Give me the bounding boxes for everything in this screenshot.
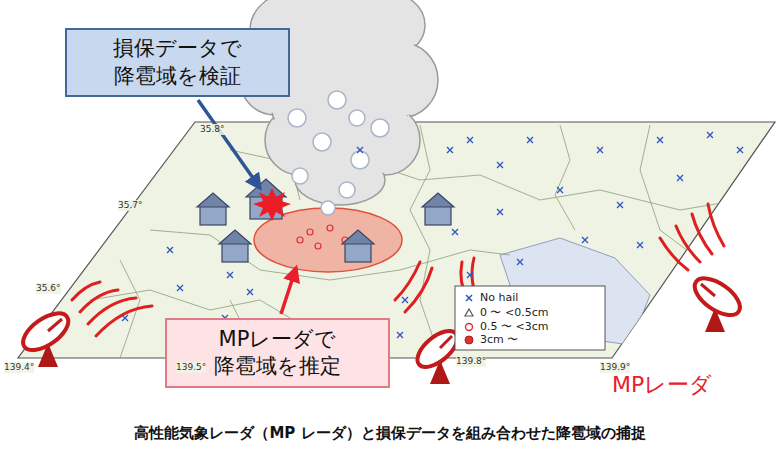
no-hail-mark	[527, 137, 533, 143]
no-hail-mark	[517, 259, 523, 265]
verify-arrow	[198, 100, 260, 188]
legend-symbol	[465, 309, 473, 316]
no-hail-mark	[582, 237, 588, 243]
no-hail-mark	[397, 332, 403, 338]
latitude-label: 35.7°	[118, 200, 143, 211]
radar-dish	[689, 271, 747, 332]
no-hail-mark	[497, 162, 503, 168]
legend-text: 0 〜 <0.5cm	[480, 306, 548, 319]
no-hail-mark	[402, 297, 408, 303]
legend-symbol	[466, 324, 473, 331]
radar-dish	[17, 306, 75, 367]
legend-symbol	[466, 295, 472, 301]
damage-burst	[253, 188, 291, 221]
no-hail-mark	[677, 175, 683, 181]
legend-text: 0.5 〜 <3cm	[480, 320, 548, 333]
hail-marks	[297, 225, 348, 249]
no-hail-mark	[597, 147, 603, 153]
no-hail-mark	[557, 187, 563, 193]
callout-box: 損保データで 降雹域を検証	[65, 28, 290, 97]
legend-symbol	[465, 336, 473, 344]
legend-text: No hail	[480, 291, 518, 304]
no-hail-mark	[357, 147, 363, 153]
no-hail-mark	[737, 147, 743, 153]
callout-text: MPレーダで 降雹域を推定	[203, 326, 353, 381]
no-hail-mark	[467, 137, 473, 143]
latitude-label: 35.6°	[36, 283, 61, 294]
no-hail-mark	[452, 229, 458, 235]
longitude-label: 139.4°	[4, 362, 34, 373]
callout-text: 損保データで 降雹域を検証	[103, 35, 253, 90]
house	[197, 179, 454, 262]
longitude-label: 139.8°	[456, 356, 486, 367]
latitude-label: 35.8°	[200, 124, 225, 135]
hailstones	[288, 91, 389, 215]
no-hail-mark	[617, 202, 623, 208]
radar-waves	[72, 204, 724, 336]
no-hail-marks	[122, 132, 743, 338]
radar-label: MPレーダ	[612, 372, 712, 398]
callout-box: MPレーダで 降雹域を推定	[165, 318, 390, 388]
no-hail-mark	[657, 137, 663, 143]
no-hail-mark	[447, 147, 453, 153]
legend-text: 3cm 〜	[480, 333, 518, 346]
no-hail-mark	[122, 315, 128, 321]
longitude-label: 139.5°	[176, 362, 206, 373]
no-hail-mark	[227, 272, 233, 278]
estimate-arrow	[281, 268, 296, 314]
no-hail-mark	[177, 285, 183, 291]
no-hail-mark	[637, 242, 643, 248]
no-hail-mark	[247, 289, 253, 295]
no-hail-mark	[167, 247, 173, 253]
longitude-label: 139.9°	[600, 362, 630, 373]
no-hail-mark	[467, 272, 473, 278]
legend-box	[455, 286, 605, 350]
no-hail-mark	[497, 209, 503, 215]
no-hail-mark	[707, 132, 713, 138]
figure-caption: 高性能気象レーダ（MP レーダ）と損保データを組み合わせた降雹域の捕捉	[0, 424, 780, 443]
